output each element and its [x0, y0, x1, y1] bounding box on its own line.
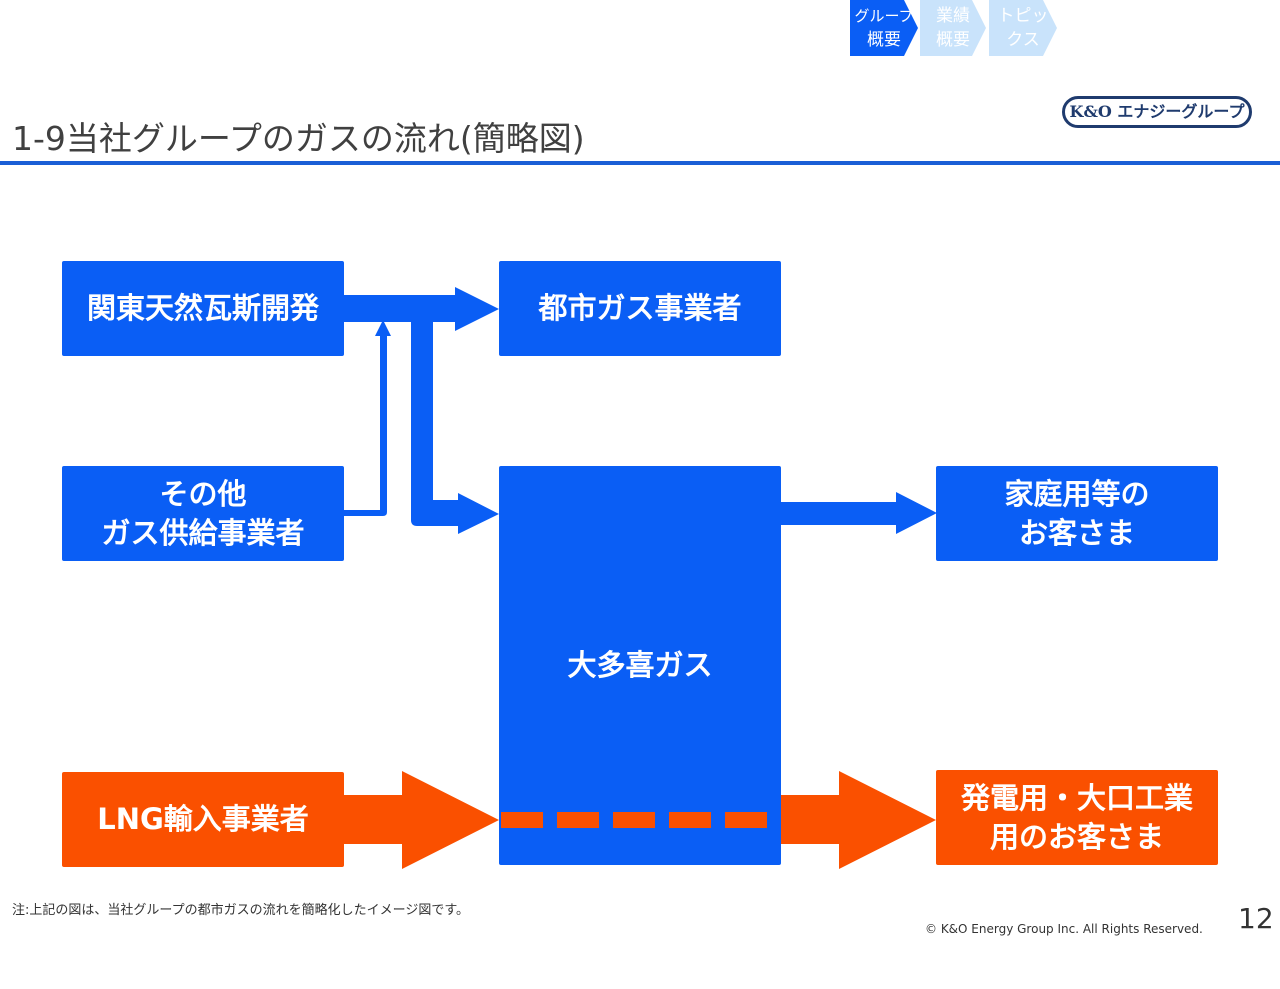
nav-step-group-overview[interactable]: グループ 概要	[850, 0, 918, 56]
arrow-kanto-to-toshi	[343, 287, 499, 331]
node-label: 関東天然瓦斯開発	[86, 291, 319, 325]
arrow-lng-to-otaki	[343, 771, 499, 869]
brand-logo: K&O エナジーグループ	[1062, 96, 1252, 128]
arrow-otaki-to-hatsuden	[780, 771, 936, 869]
node-kanto-natural-gas: 関東天然瓦斯開発	[62, 261, 344, 356]
nav-step-line2: クス	[1006, 30, 1040, 50]
node-lng-importers: LNG輸入事業者	[62, 772, 344, 867]
title-divider	[0, 161, 1280, 165]
nav-step-line1: トピッ	[997, 6, 1049, 26]
node-other-gas-suppliers: その他 ガス供給事業者	[62, 466, 344, 561]
node-label: 用のお客さま	[989, 819, 1164, 854]
page-number: 12	[1238, 902, 1274, 935]
node-label: 大多喜ガス	[567, 648, 713, 682]
arrow-otaki-to-katei	[780, 492, 937, 534]
copyright: © K&O Energy Group Inc. All Rights Reser…	[925, 922, 1203, 936]
nav-step-topics[interactable]: トピッ クス	[989, 0, 1057, 56]
node-label: LNG輸入事業者	[97, 802, 309, 836]
node-label: ガス供給事業者	[101, 515, 305, 550]
nav-step-line2: 概要	[867, 30, 901, 50]
chevron-shape-icon	[989, 0, 1057, 56]
node-label: 発電用・大口工業	[960, 780, 1193, 815]
page-title: 1-9当社グループのガスの流れ(簡略図)	[12, 119, 585, 158]
node-otaki-gas: 大多喜ガス	[499, 466, 781, 865]
nav-step-line2: 概要	[936, 30, 970, 50]
chevron-shape-icon	[920, 0, 986, 56]
nav-step-line1: 業績	[936, 6, 970, 26]
node-household-customers: 家庭用等の お客さま	[936, 466, 1218, 561]
node-label: 家庭用等の	[1004, 476, 1150, 511]
footnote: 注:上記の図は、当社グループの都市ガスの流れを簡略化したイメージ図です。	[12, 903, 470, 918]
arrow-sonota-to-trunk	[343, 320, 391, 516]
nav-step-line1: グループ	[854, 7, 914, 25]
arrow-branch-to-otaki	[411, 310, 499, 534]
node-city-gas-operators: 都市ガス事業者	[499, 261, 781, 356]
node-label: その他	[159, 476, 247, 511]
node-label: 都市ガス事業者	[538, 291, 742, 325]
node-label: お客さま	[1018, 515, 1135, 550]
chevron-shape-icon	[850, 0, 918, 56]
nav-step-performance-overview[interactable]: 業績 概要	[920, 0, 986, 56]
node-power-industrial-customers: 発電用・大口工業 用のお客さま	[936, 770, 1218, 865]
